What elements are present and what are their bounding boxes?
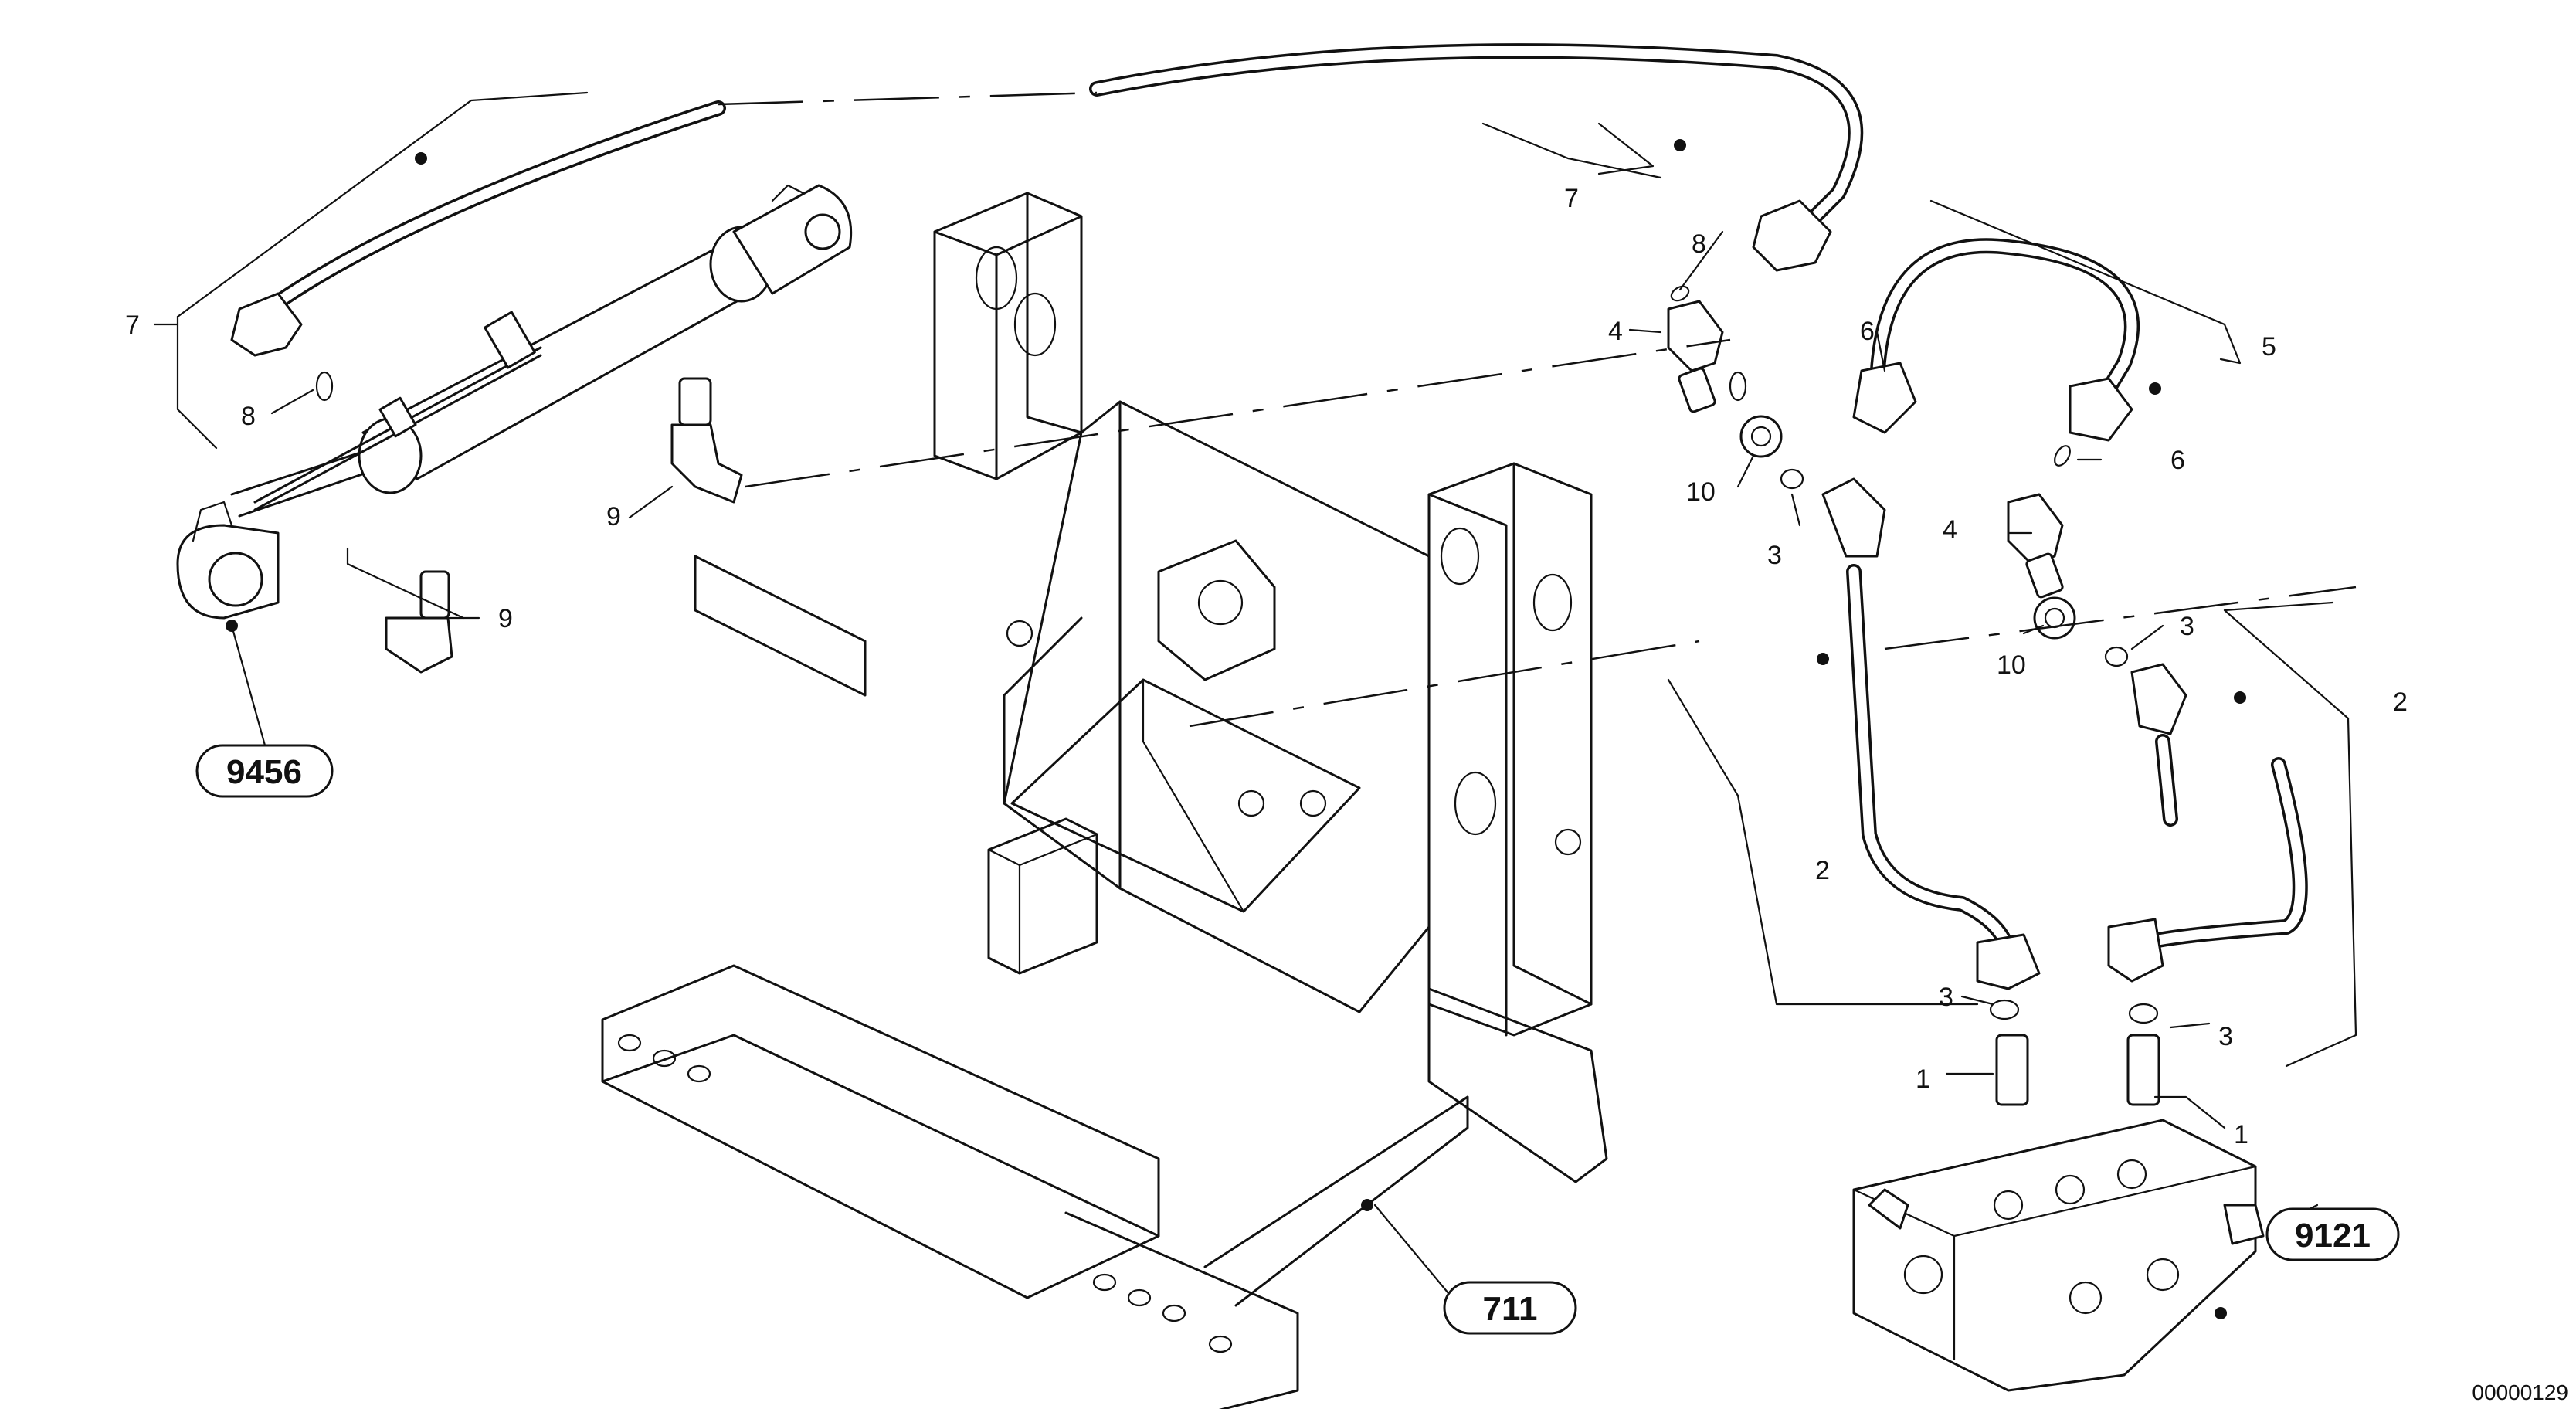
reference-labels: 9456 711 9121	[195, 744, 2400, 1335]
callout-3-left-lower: 3	[1939, 983, 1953, 1012]
callout-3-upper: 3	[1767, 541, 1782, 570]
callout-7-right: 7	[1564, 184, 1579, 213]
callout-3-mid: 3	[2180, 612, 2194, 641]
callout-6-lower: 6	[2170, 446, 2185, 475]
document-id: 00000129	[2472, 1380, 2568, 1404]
callout-6-upper: 6	[1860, 317, 1875, 346]
assembly-dashed-lines	[718, 91, 2357, 728]
callout-leaders	[153, 91, 2357, 1299]
callout-5: 5	[2262, 332, 2276, 362]
callout-1-left: 1	[1916, 1064, 1930, 1094]
elbow-fitting-9-lower	[385, 570, 453, 674]
callout-4-lower: 4	[1943, 515, 1957, 545]
fittings	[315, 285, 2160, 1106]
callout-3-right-lower: 3	[2218, 1022, 2233, 1051]
ref-9121: 9121	[2295, 1217, 2371, 1255]
main-frame	[601, 192, 1608, 1409]
ref-9121-pill: 9121	[2265, 1207, 2400, 1261]
callout-8-left: 8	[241, 402, 256, 431]
callout-1-right: 1	[2234, 1120, 2248, 1149]
control-valve-block	[1852, 1119, 2265, 1392]
callout-10-upper: 10	[1686, 477, 1716, 507]
callout-10-lower: 10	[1997, 650, 2026, 680]
callout-2-right: 2	[2393, 688, 2408, 717]
callout-labels: 7 8 9 9 7 8 4 6 5 10 3 6 4 10 3 2 2 3 3 …	[125, 184, 2408, 1149]
callout-9-upper: 9	[606, 502, 621, 531]
callout-8-right: 8	[1692, 229, 1706, 259]
ref-711: 711	[1483, 1290, 1538, 1328]
callout-9-lower: 9	[498, 604, 513, 633]
hoses	[230, 43, 2308, 990]
ref-9456: 9456	[226, 753, 302, 791]
ref-711-pill: 711	[1443, 1281, 1577, 1335]
callout-4-upper: 4	[1608, 317, 1623, 346]
hydraulic-cylinder	[176, 184, 853, 620]
leader-dots	[226, 139, 2246, 1319]
elbow-fitting-9-upper	[670, 377, 743, 504]
ref-9456-pill: 9456	[195, 744, 334, 798]
callout-7-left: 7	[125, 311, 140, 340]
callout-2-left: 2	[1815, 856, 1830, 885]
